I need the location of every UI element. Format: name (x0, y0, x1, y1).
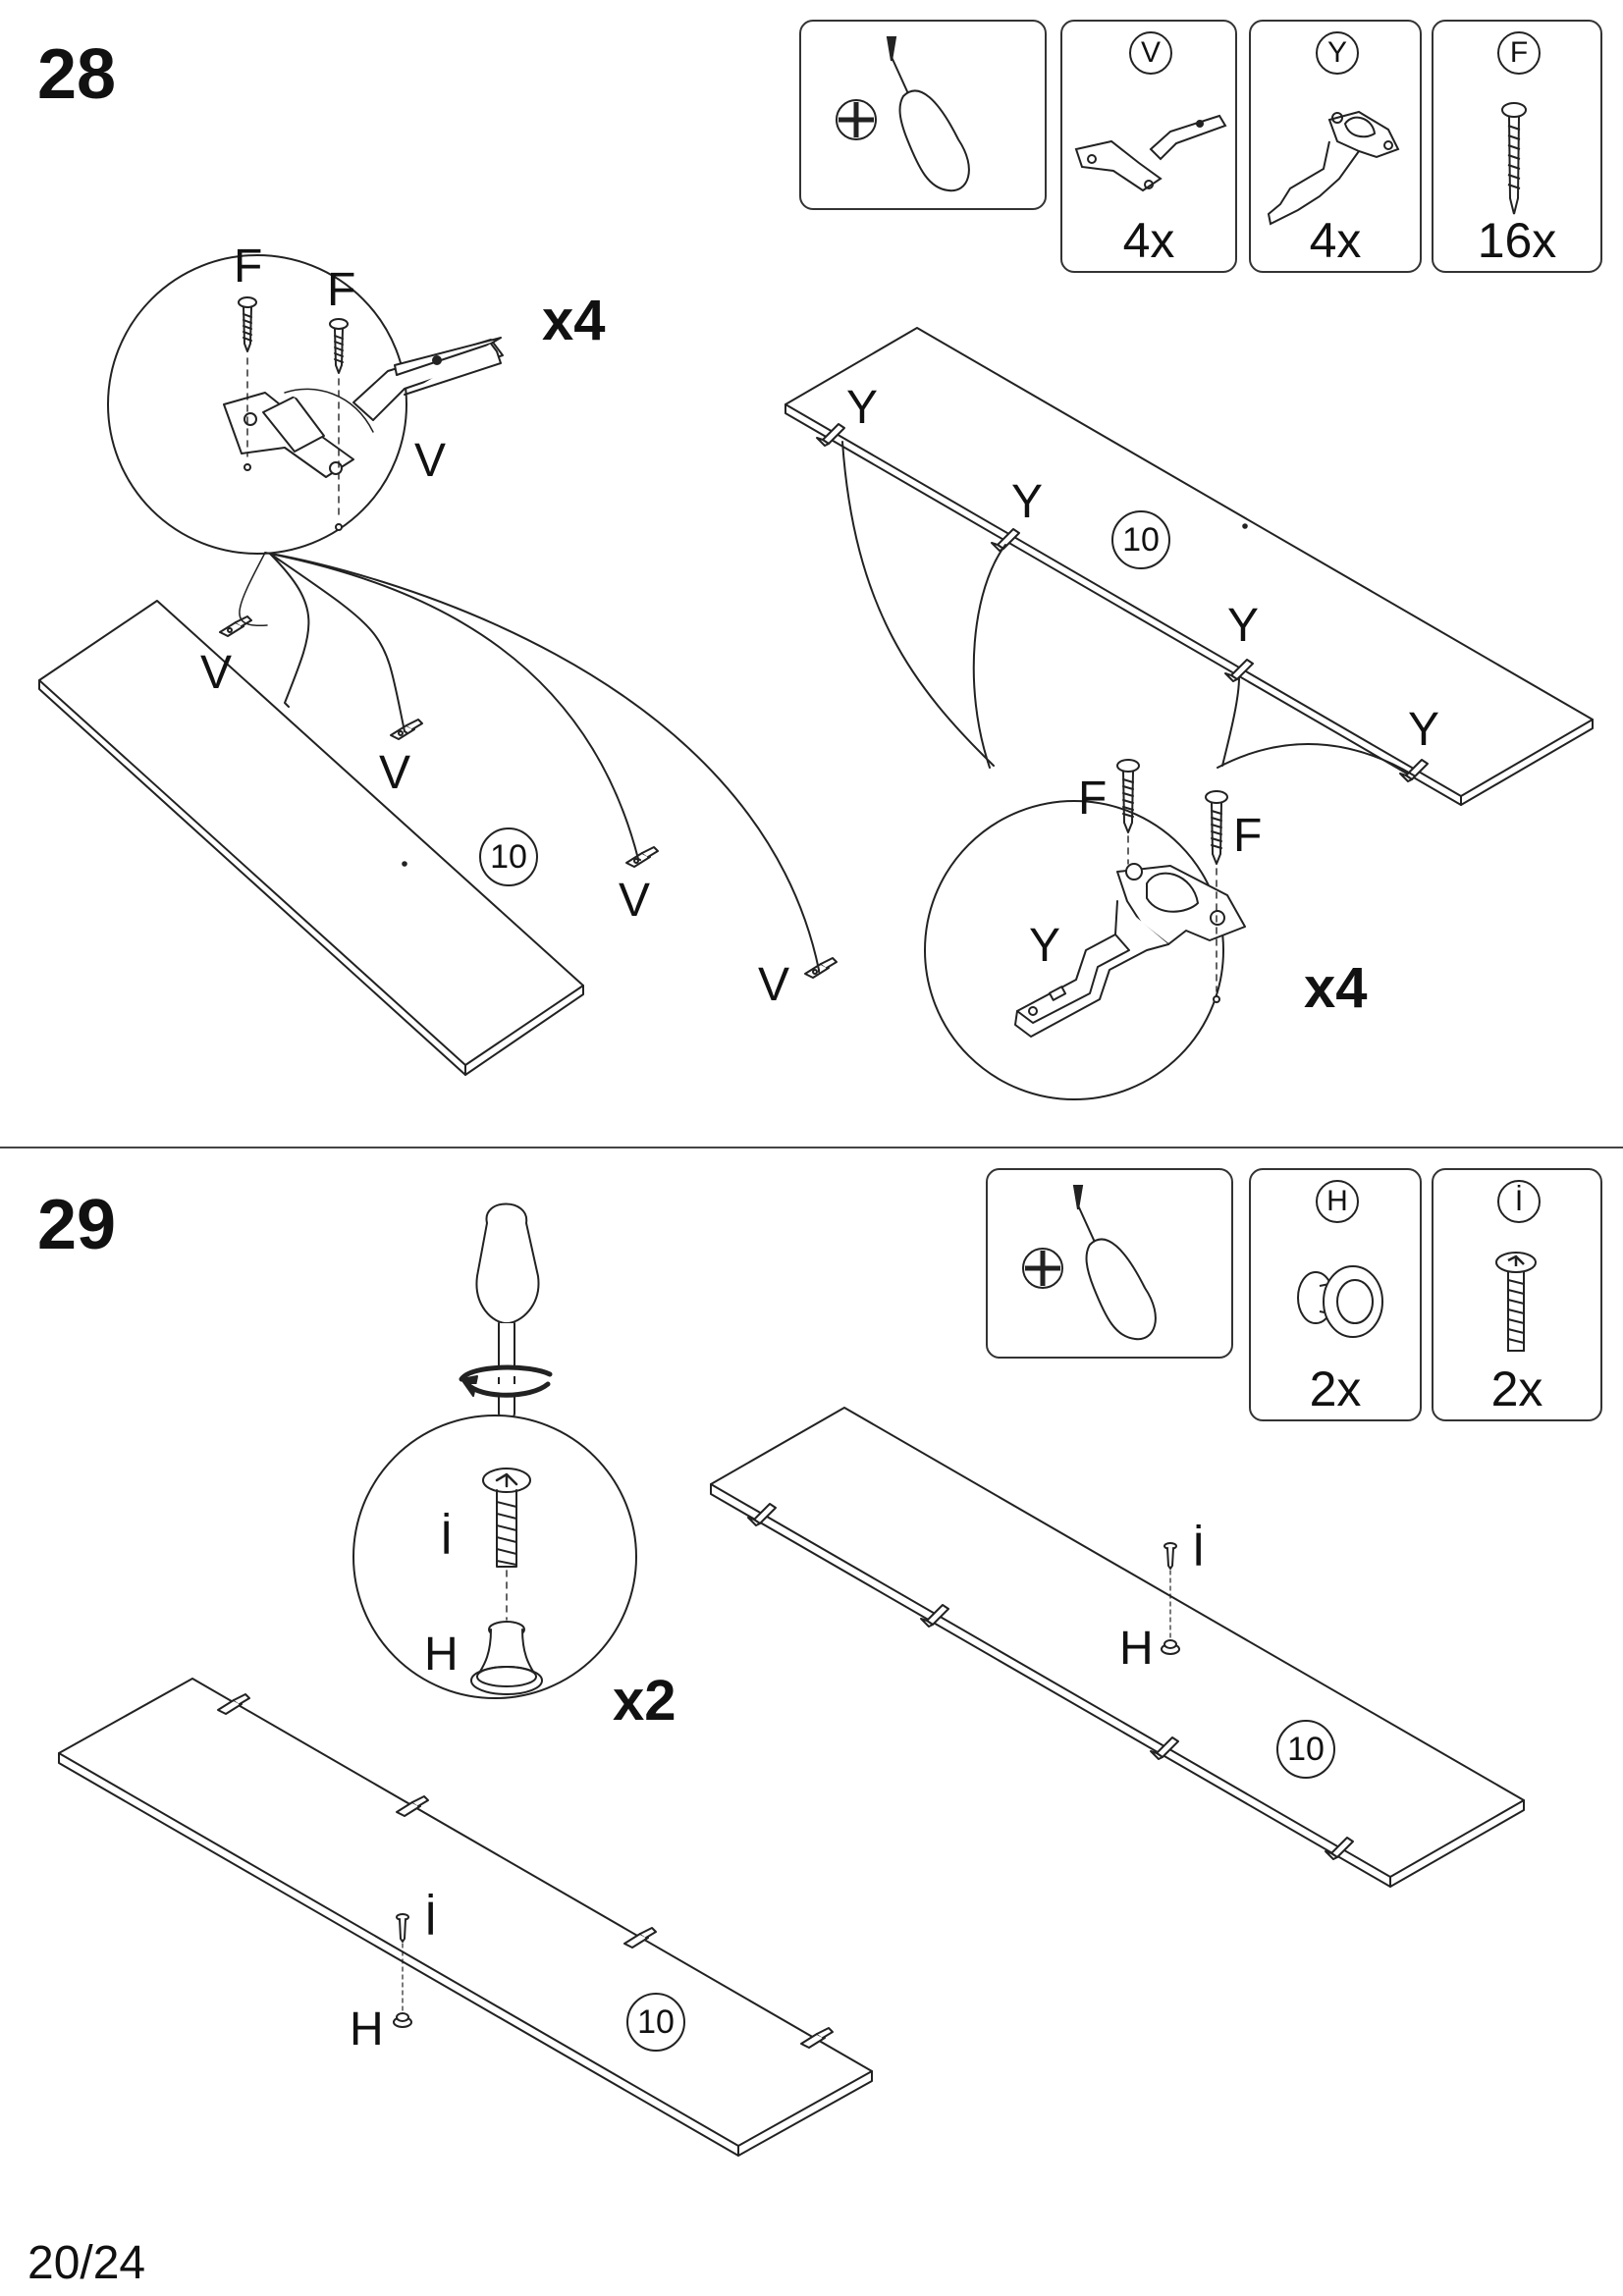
detail-circle-knob (352, 1415, 637, 1699)
hinges-y-right-board (816, 423, 1429, 782)
label-hinge-v-detail: V (414, 435, 447, 487)
hinge-y-large (1014, 863, 1246, 1038)
screwdriver-step-29 (459, 1202, 553, 1449)
board-left-29 (58, 1678, 873, 2157)
label-screw-i-right: İ (1192, 1524, 1206, 1576)
part-code-v: V (1129, 31, 1172, 75)
knob-assembly-left-29 (393, 1913, 412, 2028)
hinges-left-board-29 (217, 1693, 834, 2049)
screw-f-icon (1501, 102, 1527, 215)
label-v-1: V (200, 647, 233, 699)
step-number-28: 28 (37, 35, 117, 114)
page-number: 20/24 (27, 2237, 146, 2289)
label-y-4: Y (1408, 704, 1440, 756)
part-code-i: İ (1497, 1180, 1541, 1223)
label-v-4: V (758, 959, 790, 1011)
part-qty-y: 4x (1309, 213, 1362, 268)
label-y-1: Y (846, 382, 879, 434)
screws-f-left-detail (238, 296, 349, 531)
board-right-28 (784, 327, 1594, 806)
tool-box-screwdriver-28 (799, 20, 1047, 210)
part-box-h: H 2x (1249, 1168, 1422, 1421)
hinge-y-icon (1267, 110, 1400, 226)
multiplier-v: x4 (542, 289, 606, 352)
label-knob-h-right: H (1119, 1623, 1154, 1675)
label-screw-f-3: F (1078, 773, 1108, 825)
part-qty-f: 16x (1477, 213, 1557, 268)
multiplier-y: x4 (1304, 956, 1368, 1020)
hinges-right-board-29 (747, 1503, 1354, 1860)
label-screw-i-left: İ (424, 1894, 438, 1946)
phillips-screwdriver-icon (836, 36, 970, 192)
part-box-y: Y 4x (1249, 20, 1422, 273)
multiplier-knob: x2 (613, 1669, 676, 1733)
label-y-3: Y (1227, 600, 1260, 652)
phillips-screwdriver-icon (1022, 1185, 1157, 1341)
label-knob-h-left: H (350, 2003, 384, 2056)
board-right-29 (710, 1407, 1525, 1888)
label-hinge-y-detail: Y (1029, 920, 1061, 972)
knob-h-icon (1297, 1265, 1383, 1338)
part-code-h: H (1316, 1180, 1359, 1223)
label-v-3: V (619, 875, 651, 927)
part-number-right-29: 10 (1276, 1720, 1335, 1779)
part-code-f: F (1497, 31, 1541, 75)
part-qty-v: 4x (1122, 213, 1175, 268)
part-qty-h: 2x (1309, 1362, 1362, 1416)
part-number-left-29: 10 (626, 1993, 685, 2052)
label-knob-h-detail: H (424, 1629, 459, 1681)
part-number-right-28: 10 (1111, 510, 1170, 569)
part-box-i: İ 2x (1432, 1168, 1602, 1421)
step-number-29: 29 (37, 1186, 117, 1264)
part-box-f: F 16x (1432, 20, 1602, 273)
label-v-2: V (379, 747, 411, 799)
step-divider (0, 1147, 1623, 1148)
part-qty-i: 2x (1490, 1362, 1543, 1416)
tool-box-screwdriver-29 (986, 1168, 1233, 1359)
part-code-y: Y (1316, 31, 1359, 75)
bolt-i-icon (1495, 1252, 1537, 1352)
label-screw-f-1: F (234, 240, 263, 293)
label-screw-i-detail: İ (440, 1513, 454, 1565)
part-number-left-28: 10 (479, 828, 538, 886)
hinge-v-icon (1074, 114, 1227, 192)
part-box-v: V 4x (1060, 20, 1237, 273)
hinge-v-large (223, 337, 504, 478)
label-screw-f-2: F (327, 264, 356, 316)
knob-assembly-right-29 (1161, 1542, 1180, 1655)
board-left-28 (38, 600, 584, 1076)
screws-f-right-detail (1116, 759, 1228, 1003)
label-screw-f-4: F (1233, 810, 1263, 862)
label-y-2: Y (1011, 476, 1044, 528)
